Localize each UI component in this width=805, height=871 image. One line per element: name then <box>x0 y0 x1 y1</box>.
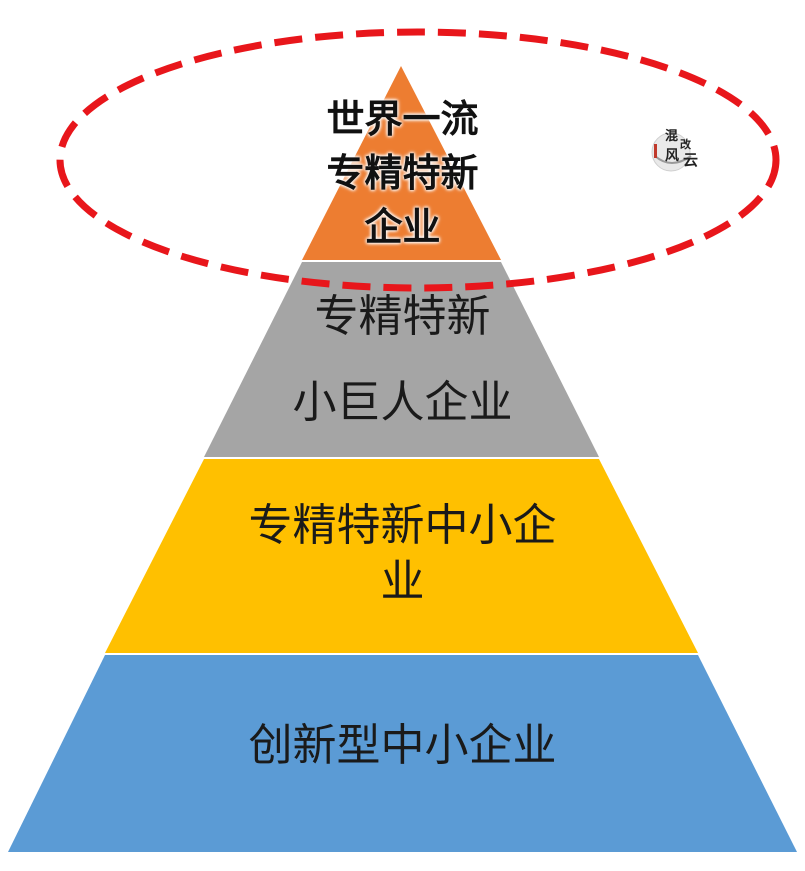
tier-1-label: 世界一流 专精特新 企业 <box>300 92 505 254</box>
tier-2-line-2: 小巨人企业 <box>292 377 513 428</box>
tier-3-line-1: 专精特新中小企 <box>248 500 557 551</box>
tier-4-innovative-sme <box>8 655 797 852</box>
tier-3-line-2: 业 <box>380 556 425 607</box>
tier-2-little-giant <box>204 262 599 457</box>
tier-1-world-class <box>302 66 501 260</box>
tier-3-specialized-sme <box>105 459 698 653</box>
tier-3-label: 专精特新中小企 业 <box>200 498 605 610</box>
tier-1-line-1: 世界一流 <box>326 97 479 141</box>
tier-1-line-2: 专精特新 <box>326 151 479 195</box>
tier-2-line-1: 专精特新 <box>314 291 491 342</box>
tier-4-label: 创新型中小企业 <box>248 720 557 771</box>
tier-1-line-3: 企业 <box>364 205 441 249</box>
highlight-dashed-ellipse <box>56 28 780 292</box>
logo-seal-icon <box>651 132 692 172</box>
watermark-logo: 混 改 风 云 <box>647 126 709 178</box>
